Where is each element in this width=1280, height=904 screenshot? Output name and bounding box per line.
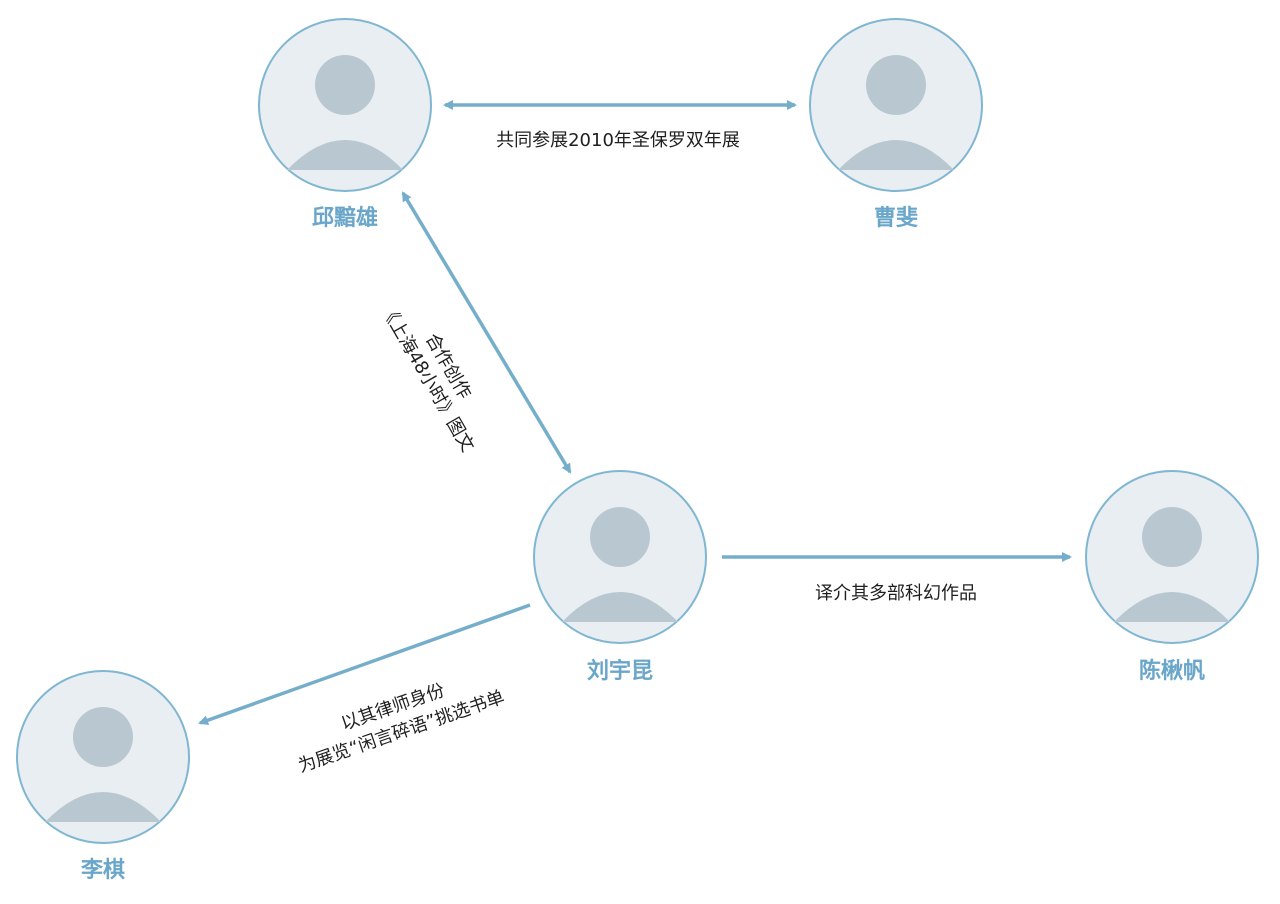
edge-label-liu-chen: 译介其多部科幻作品 — [815, 583, 977, 604]
name-li: 李棋 — [80, 857, 125, 883]
node-qiu: 邱黯雄 — [258, 18, 432, 231]
node-chen: 陈楸帆 — [1085, 470, 1259, 684]
person-icon — [287, 55, 403, 170]
name-qiu: 邱黯雄 — [312, 205, 378, 231]
name-cao: 曹斐 — [874, 205, 918, 231]
node-li: 李棋 — [16, 670, 190, 883]
node-liu: 刘宇昆 — [533, 470, 707, 684]
node-cao: 曹斐 — [809, 18, 983, 231]
edge-liu-li-arrow — [198, 603, 531, 726]
person-icon — [1114, 507, 1230, 622]
name-liu: 刘宇昆 — [587, 658, 653, 684]
edge-qiu-liu-arrow — [401, 191, 572, 474]
person-icon — [562, 507, 678, 622]
edge-label-qiu-cao: 共同参展2010年圣保罗双年展 — [496, 130, 740, 151]
person-icon — [45, 707, 161, 822]
edge-label-qiu-liu: 合作创作 《上海48小时》图文 — [376, 301, 478, 456]
name-chen: 陈楸帆 — [1139, 658, 1205, 684]
person-icon — [838, 55, 954, 170]
